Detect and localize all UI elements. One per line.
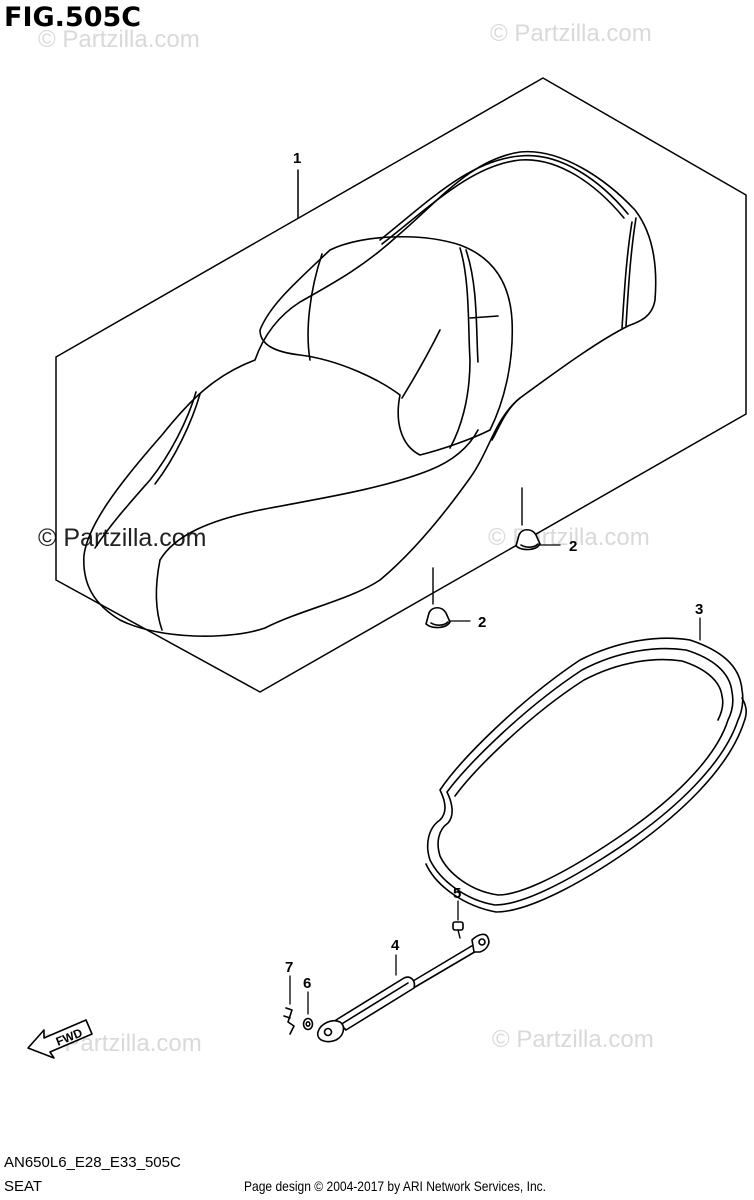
damper-drawing: [316, 933, 490, 1043]
washer-drawing: [302, 991, 314, 1031]
section-name-label: SEAT: [4, 1178, 43, 1195]
callout-number-4: 4: [391, 937, 400, 954]
fwd-label: FWD: [54, 1025, 85, 1048]
bolt-drawing: [452, 900, 464, 939]
callout-number-6: 6: [303, 975, 311, 992]
callout-number-5: 5: [453, 885, 461, 902]
model-code-label: AN650L6_E28_E33_505C: [4, 1154, 181, 1171]
copyright-credit: Page design © 2004-2017 by ARI Network S…: [244, 1178, 547, 1194]
callout-number-2-rear: 2: [569, 538, 577, 555]
callout-number-2-front: 2: [478, 614, 486, 631]
clip-drawing: [283, 975, 295, 1035]
seat-drawing: [83, 150, 657, 637]
callout-number-3: 3: [695, 601, 703, 618]
callout-number-1: 1: [293, 150, 301, 167]
seal-drawing: [425, 617, 747, 913]
watermark: © Partzilla.com: [490, 20, 652, 47]
watermark: © Partzilla.com: [492, 1026, 654, 1053]
callout-number-7: 7: [285, 959, 293, 976]
figure-title: FIG.505C: [4, 2, 142, 33]
watermark: © Partzilla.com: [38, 524, 207, 552]
watermark: © Partzilla.com: [38, 26, 200, 53]
fwd-arrow-icon: [27, 1019, 93, 1059]
assembly-frame: [55, 77, 747, 693]
cushion-rear-drawing: [515, 487, 561, 551]
cushion-front-drawing: [425, 567, 471, 629]
